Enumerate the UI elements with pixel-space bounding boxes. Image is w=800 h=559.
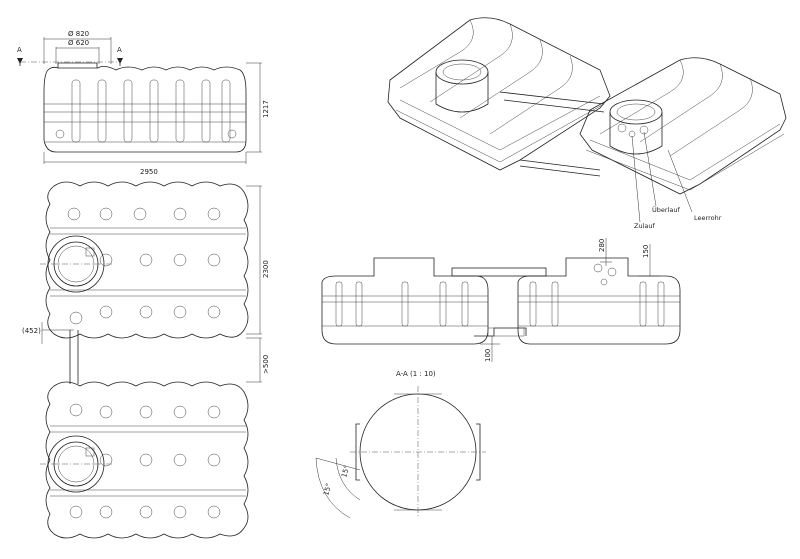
- section-marker-left: A: [17, 46, 23, 66]
- front-elevation-view: A A Ø 820 Ø 620: [17, 30, 270, 176]
- dim-150: 150: [642, 245, 650, 258]
- dim-opening-inner: Ø 620: [68, 39, 89, 47]
- dim-opening-outer: Ø 820: [68, 30, 89, 38]
- dim-280: 280: [598, 239, 606, 252]
- angle-outer: 15°: [322, 482, 333, 496]
- angle-inner: 15°: [340, 464, 351, 478]
- section-title: A-A (1 : 10): [396, 370, 436, 378]
- dim-offset: (452): [22, 327, 41, 335]
- dim-spacing: >500: [262, 355, 270, 374]
- section-marker-right-label: A: [117, 46, 122, 54]
- callout-overflow: Überlauf: [652, 205, 680, 214]
- section-marker-right: A: [117, 46, 123, 66]
- dim-width: 2300: [262, 260, 270, 278]
- callout-drain: Leerrohr: [694, 214, 722, 222]
- dim-100: 100: [484, 349, 492, 362]
- side-elevation-view: 280 150 100: [321, 238, 681, 362]
- dim-height: 1217: [262, 100, 270, 118]
- isometric-view: Zulauf Überlauf Leerrohr: [387, 17, 787, 230]
- callout-inlet: Zulauf: [634, 222, 655, 230]
- section-marker-left-label: A: [17, 46, 22, 54]
- section-view: A-A (1 : 10) 15° 15°: [315, 370, 486, 519]
- dim-length: 2950: [140, 168, 158, 176]
- plan-view: 2300 (452) >500: [22, 181, 270, 539]
